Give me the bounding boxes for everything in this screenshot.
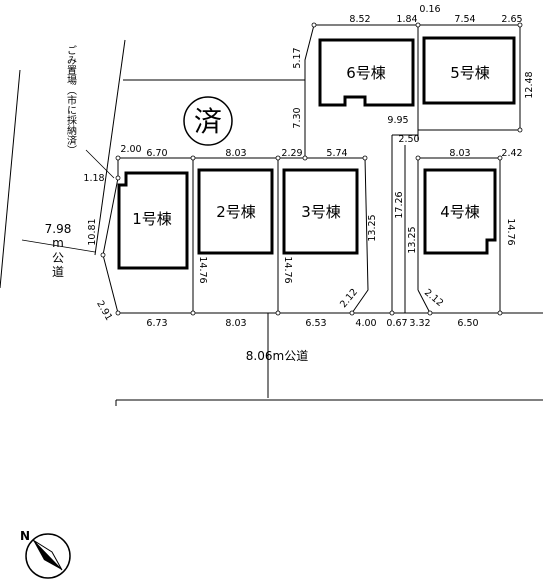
- dim-lot4-bottom: 6.50: [457, 318, 478, 329]
- dim-side-1476-b: 14.76: [282, 256, 293, 283]
- building-3-label: 3号棟: [301, 203, 341, 221]
- dim-250: 2.50: [398, 134, 419, 145]
- building-6-outline: [318, 38, 415, 107]
- north-arrow: N: [20, 529, 71, 579]
- sold-mark-text: 済: [194, 105, 222, 138]
- dim-995: 9.95: [387, 115, 408, 126]
- corner-points: [100, 22, 523, 316]
- dim-side-1476-a: 14.76: [197, 256, 208, 283]
- building-4-label: 4号棟: [440, 203, 480, 221]
- dim-lot3-top-left: 2.29: [281, 148, 302, 159]
- building-labels: 1号棟 2号棟 3号棟 4号棟 5号棟 6号棟: [132, 64, 490, 228]
- dim-top-5: 7.54: [454, 14, 475, 25]
- dim-side-1325-a: 13.25: [367, 214, 378, 241]
- dim-lot1-bottom: 6.73: [146, 318, 167, 329]
- building-1-label: 1号棟: [132, 210, 172, 228]
- dim-top-gap-a: 1.84: [396, 14, 417, 25]
- dim-top-gap-b: 0.16: [419, 4, 440, 15]
- dim-lot1-left: 10.81: [87, 218, 98, 245]
- dim-lot1-top-corner: 2.00: [120, 144, 141, 155]
- road-edges: [0, 39, 543, 406]
- building-1-outline: [117, 171, 189, 270]
- dim-side-1476-c: 14.76: [505, 218, 516, 245]
- dim-path-width: 0.67: [386, 318, 407, 329]
- dim-side-1726: 17.26: [394, 191, 405, 218]
- dim-lot2-bottom: 8.03: [225, 318, 246, 329]
- dim-lot3-top: 5.74: [326, 148, 347, 159]
- dim-lot4-top-right: 2.42: [501, 148, 522, 159]
- building-2-outline: [197, 168, 274, 255]
- south-road-label: 8.06m公道: [246, 349, 308, 363]
- dim-lot1-left-upper: 1.18: [83, 173, 104, 184]
- dim-left-6-lower: 7.30: [292, 107, 303, 128]
- building-6-label: 6号棟: [346, 64, 386, 82]
- dim-lot2-top: 8.03: [225, 148, 246, 159]
- dim-lot4-corner: 2.12: [422, 287, 445, 309]
- dim-lot1-top: 6.70: [146, 148, 167, 159]
- building-5-label: 5号棟: [450, 64, 490, 82]
- dim-lot3-bottom: 6.53: [305, 318, 326, 329]
- dim-lot4-top: 8.03: [449, 148, 470, 159]
- dim-right-5: 12.48: [524, 71, 535, 98]
- dim-lot4-corner-left: 3.32: [409, 318, 430, 329]
- building-3-outline: [282, 168, 359, 255]
- buildings: [117, 36, 516, 270]
- dim-top-5-right: 2.65: [501, 14, 522, 25]
- west-road-label-1: 公: [52, 251, 64, 265]
- north-label: N: [20, 529, 30, 543]
- west-road-label-2: 道: [52, 265, 64, 279]
- dim-side-1325-b: 13.25: [407, 226, 418, 253]
- dim-lot1-corner-bottom: 2.91: [94, 299, 114, 323]
- dim-lot3-bottom-right: 4.00: [355, 318, 376, 329]
- west-road-width: 7.98: [45, 222, 72, 236]
- dimension-labels: 8.52 1.84 0.16 7.54 2.65 5.17 7.30 12.48…: [83, 4, 535, 329]
- west-road-unit: m: [52, 236, 64, 250]
- sold-mark: 済: [183, 96, 233, 146]
- dim-left-6-upper: 5.17: [292, 47, 303, 68]
- building-2-label: 2号棟: [216, 203, 256, 221]
- garbage-note: ごみ置場（市に採納済）: [65, 45, 77, 155]
- dim-top-6: 8.52: [349, 14, 370, 25]
- building-5-outline: [422, 36, 516, 105]
- building-4-outline: [423, 168, 497, 255]
